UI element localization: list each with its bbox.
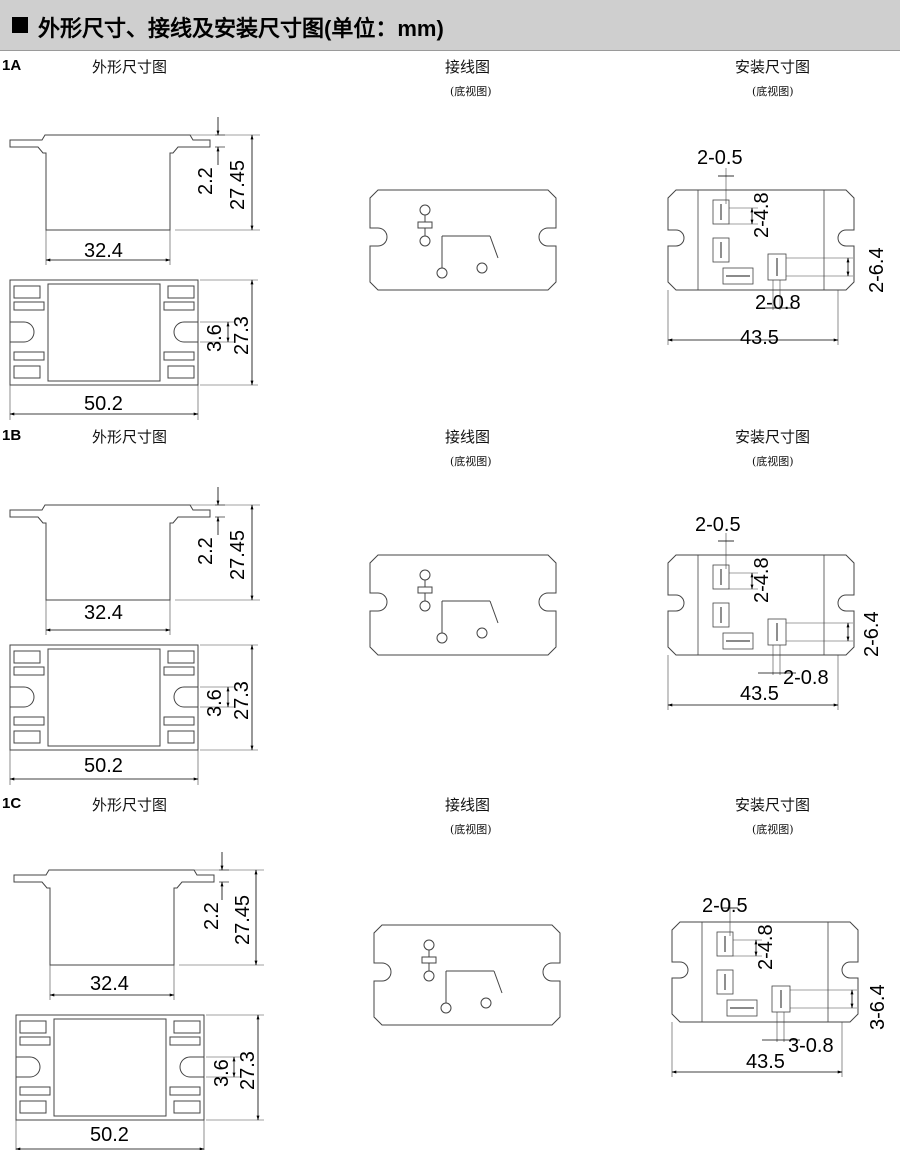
outline-title-1c: 外形尺寸图	[92, 796, 168, 814]
dim-pin-d-1b: 2-6.4	[861, 611, 883, 657]
wiring-diagram-1a	[369, 189, 557, 291]
dim-pin-b-1a: 2-4.8	[751, 192, 773, 238]
wiring-subtitle-1b: (底视图)	[450, 455, 492, 468]
dim-width-top-1a: 32.4	[84, 240, 123, 262]
wiring-subtitle-1c: (底视图)	[450, 823, 492, 836]
dim-width-top-1b: 32.4	[84, 602, 123, 624]
dim-depth-1c: 27.3	[237, 1051, 259, 1090]
dim-pin-d-1a: 2-6.4	[866, 247, 888, 293]
wiring-title-1a: 接线图	[445, 58, 491, 76]
mount-subtitle-1a: (底视图)	[752, 85, 794, 98]
side-outline-1c	[14, 852, 264, 1000]
section-label-1c: 1C	[2, 795, 22, 812]
dim-width-bottom-1c: 50.2	[90, 1124, 129, 1146]
dim-height-1b: 27.45	[227, 530, 249, 580]
dim-pin-c-1a: 2-0.8	[755, 292, 801, 314]
dim-pin-b-1c: 2-4.8	[755, 924, 777, 970]
side-outline-1a	[10, 117, 260, 265]
dim-height-1c: 27.45	[232, 895, 254, 945]
page-header: 外形尺寸、接线及安装尺寸图(单位：mm)	[0, 0, 900, 51]
dim-width-bottom-1b: 50.2	[84, 755, 123, 777]
dim-pin-a-1c: 2-0.5	[702, 895, 748, 917]
dim-flange-1b: 2.2	[195, 537, 217, 565]
wiring-diagram-1c	[373, 924, 561, 1026]
dim-pin-c-1c: 3-0.8	[788, 1035, 834, 1057]
mount-title-1c: 安装尺寸图	[735, 796, 811, 814]
section-label-1b: 1B	[2, 427, 22, 444]
dim-flange-1a: 2.2	[195, 167, 217, 195]
mount-subtitle-1c: (底视图)	[752, 823, 794, 836]
page-title: 外形尺寸、接线及安装尺寸图(单位：mm)	[38, 16, 444, 41]
dim-pin-a-1a: 2-0.5	[697, 147, 743, 169]
wiring-subtitle-1a: (底视图)	[450, 85, 492, 98]
dim-slot-1a: 3.6	[204, 324, 226, 352]
mount-title-1b: 安装尺寸图	[735, 428, 811, 446]
dim-slot-1b: 3.6	[204, 689, 226, 717]
dim-width-bottom-1a: 50.2	[84, 393, 123, 415]
dim-pin-a-1b: 2-0.5	[695, 514, 741, 536]
dim-pin-b-1b: 2-4.8	[751, 557, 773, 603]
dim-slot-1c: 3.6	[211, 1059, 233, 1087]
dim-depth-1b: 27.3	[231, 681, 253, 720]
mount-subtitle-1b: (底视图)	[752, 455, 794, 468]
section-label-1a: 1A	[2, 57, 22, 74]
wiring-diagram-1b	[369, 554, 557, 656]
wiring-title-1b: 接线图	[445, 428, 491, 446]
dim-mount-width-1c: 43.5	[746, 1051, 785, 1073]
dim-pin-d-1c: 3-6.4	[867, 984, 889, 1030]
dim-height-1a: 27.45	[227, 160, 249, 210]
square-bullet-icon	[12, 17, 28, 33]
dim-depth-1a: 27.3	[231, 316, 253, 355]
dim-mount-width-1b: 43.5	[740, 683, 779, 705]
dim-mount-width-1a: 43.5	[740, 327, 779, 349]
dim-flange-1c: 2.2	[201, 902, 223, 930]
dim-width-top-1c: 32.4	[90, 973, 129, 995]
outline-title-1b: 外形尺寸图	[92, 428, 168, 446]
wiring-title-1c: 接线图	[445, 796, 491, 814]
mount-title-1a: 安装尺寸图	[735, 58, 811, 76]
outline-title-1a: 外形尺寸图	[92, 58, 168, 76]
dim-pin-c-1b: 2-0.8	[783, 667, 829, 689]
side-outline-1b	[10, 487, 260, 635]
